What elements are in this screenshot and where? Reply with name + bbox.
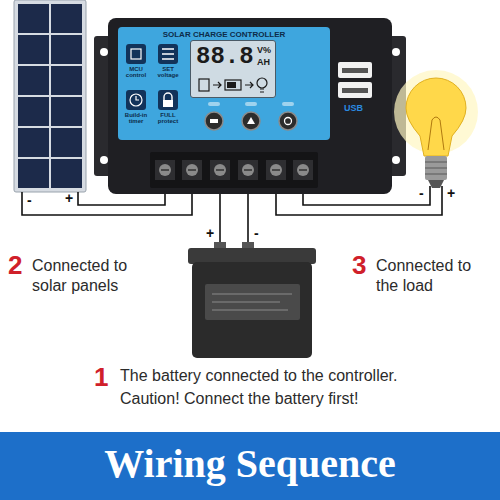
button-tab xyxy=(282,102,294,106)
solar-cell xyxy=(51,97,82,126)
timer-icon-hands xyxy=(136,96,139,100)
bulb-symbol-base xyxy=(260,89,264,92)
arrow-symbol xyxy=(245,82,253,88)
feature-label: MCU control xyxy=(120,66,152,78)
usb-port xyxy=(338,62,372,78)
polarity-sign: - xyxy=(27,193,32,207)
mcu-icon-chip xyxy=(131,49,141,59)
controller-face: SOLAR CHARGE CONTROLLER 88.8V% AH xyxy=(118,27,330,140)
polarity-sign: + xyxy=(206,226,214,240)
terminal-strip xyxy=(150,152,318,188)
solar-cell xyxy=(18,35,49,64)
mounting-hole xyxy=(100,156,108,164)
controller-face xyxy=(118,27,330,140)
bulb-symbol xyxy=(257,78,267,88)
callout-text: The battery connected to the controller. xyxy=(120,368,398,384)
polarity-sign: + xyxy=(65,191,73,205)
controller-heading: SOLAR CHARGE CONTROLLER xyxy=(163,31,286,39)
protect-icon-lock xyxy=(163,100,173,107)
port-label: USB xyxy=(344,104,363,113)
title-band xyxy=(0,432,500,500)
bulb-thread xyxy=(425,162,447,174)
solar-cell xyxy=(18,66,49,95)
battery-positive-wire xyxy=(219,194,221,242)
set-icon-lines xyxy=(162,49,174,59)
button-symbol xyxy=(210,119,218,123)
lcd-screen: 88.8V% AH xyxy=(190,40,276,98)
button-symbol xyxy=(247,117,255,124)
battery-sticker-lines xyxy=(212,294,292,310)
bulb-filament xyxy=(428,117,444,150)
protect-icon-shackle xyxy=(164,93,172,100)
panel-negative-wire xyxy=(22,192,192,215)
panel-symbol xyxy=(199,79,209,91)
solar-cell xyxy=(18,128,49,157)
solar-cell xyxy=(51,159,82,188)
lcd-unit: V% xyxy=(257,46,271,55)
usb-slot xyxy=(342,68,368,73)
callout-text: Connected to solar panels xyxy=(32,256,150,296)
arrow-symbol xyxy=(213,82,221,88)
battery-body xyxy=(192,262,312,358)
battery-lid xyxy=(188,248,316,264)
solar-cell xyxy=(18,159,49,188)
solar-panel-frame xyxy=(14,0,86,192)
polarity-sign: - xyxy=(254,226,259,240)
callout-text: Caution! Connect the battery first! xyxy=(120,391,358,407)
mcu-icon xyxy=(126,44,146,64)
solar-cell xyxy=(51,66,82,95)
solar-cell xyxy=(18,97,49,126)
push-button xyxy=(279,112,297,130)
screw-slots xyxy=(161,169,307,170)
battery-symbol xyxy=(225,80,241,90)
bulb-tip xyxy=(428,180,444,188)
callout-number: 1 xyxy=(94,364,108,390)
callout-number: 3 xyxy=(352,252,366,278)
timer-icon-clock xyxy=(130,94,142,106)
feature-label: SET voltage xyxy=(152,66,184,78)
push-button xyxy=(205,112,223,130)
mounting-hole xyxy=(392,156,400,164)
battery-negative-wire xyxy=(247,194,249,242)
solar-cell xyxy=(18,4,49,33)
solar-cell xyxy=(51,128,82,157)
lcd-unit: AH xyxy=(257,58,270,67)
mounting-hole xyxy=(392,48,400,56)
feature-label: Build-in timer xyxy=(120,112,152,124)
page-title: Wiring Sequence xyxy=(0,442,500,486)
bulb-glass xyxy=(406,78,466,156)
lcd-reading: 88.8 xyxy=(196,45,254,69)
button-tab xyxy=(245,102,257,106)
push-button xyxy=(242,112,260,130)
callout-number: 2 xyxy=(8,252,22,278)
protect-icon xyxy=(158,90,178,110)
feature-label: FULL protect xyxy=(152,112,184,124)
button-tab xyxy=(208,102,220,106)
controller-body xyxy=(108,18,392,194)
solar-cell xyxy=(51,35,82,64)
callout-text: Connected to the load xyxy=(376,256,491,296)
polarity-sign: + xyxy=(447,186,455,200)
usb-slot xyxy=(342,88,368,93)
usb-port xyxy=(338,82,372,98)
timer-icon xyxy=(126,90,146,110)
solar-cell xyxy=(51,4,82,33)
battery-sticker xyxy=(205,284,300,320)
mounting-hole xyxy=(100,48,108,56)
battery-level xyxy=(227,82,236,88)
set-icon xyxy=(158,44,178,64)
button-symbol xyxy=(285,118,292,125)
lcd-symbols xyxy=(191,73,275,97)
polarity-sign: - xyxy=(419,186,424,200)
bulb-base xyxy=(425,156,447,180)
